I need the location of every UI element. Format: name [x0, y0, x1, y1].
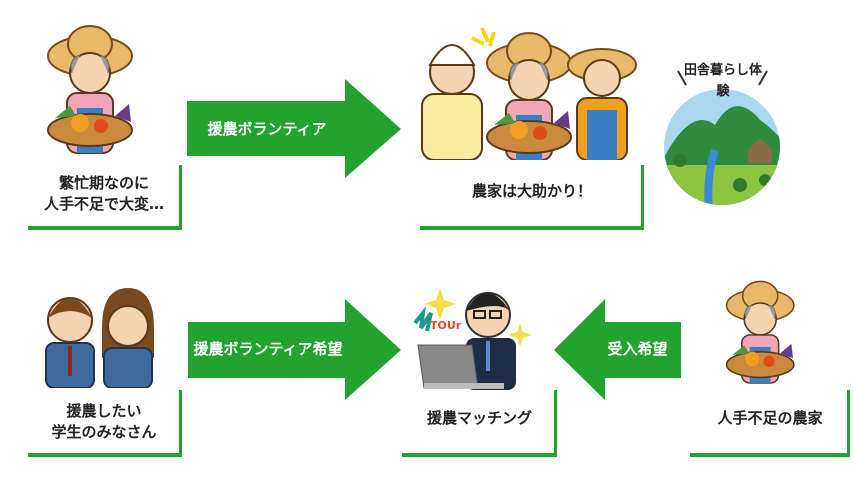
- arrow-acceptance-request-label: 受入希望: [607, 340, 668, 358]
- shorthanded-farmer-illustration: [725, 280, 795, 384]
- ntour-logo-text: TOUr: [430, 319, 462, 332]
- matching-box: [402, 390, 557, 457]
- students-label: 援農したい 学生のみなさん: [28, 401, 180, 443]
- rural-life-badge: [664, 70, 780, 205]
- helped-farmers-illustration: [421, 27, 637, 160]
- busy-farmer-box: [28, 165, 182, 230]
- rural-life-badge-label: 田舎暮らし体験: [683, 63, 762, 99]
- arrow-left-bottom: [554, 299, 681, 400]
- label-line: 援農したい: [66, 402, 142, 420]
- label-line: 学生のみなさん: [51, 423, 157, 441]
- matching-staff-illustration: [413, 288, 532, 390]
- arrow-right-bottom: [188, 299, 401, 400]
- arrow-top-label: 援農ボランティア: [207, 120, 327, 138]
- helped-farmers-box: [420, 165, 644, 230]
- students-illustration: [45, 288, 154, 388]
- label-line: 繁忙期なのに: [58, 174, 149, 192]
- arrow-right-top: [187, 79, 401, 178]
- shorthanded-farmer-label: 人手不足の農家: [717, 409, 823, 427]
- students-box: [28, 390, 182, 457]
- matching-label: 援農マッチング: [426, 409, 532, 427]
- busy-farmer-illustration: [47, 25, 133, 154]
- arrow-volunteer-request-label: 援農ボランティア希望: [193, 340, 343, 358]
- label-line: 人手不足で大変…: [43, 195, 164, 213]
- shorthanded-farmer-box: [690, 390, 850, 457]
- helped-farmers-label: 農家は大助かり！: [471, 182, 592, 200]
- busy-farmer-label: 繁忙期なのに 人手不足で大変…: [28, 173, 180, 215]
